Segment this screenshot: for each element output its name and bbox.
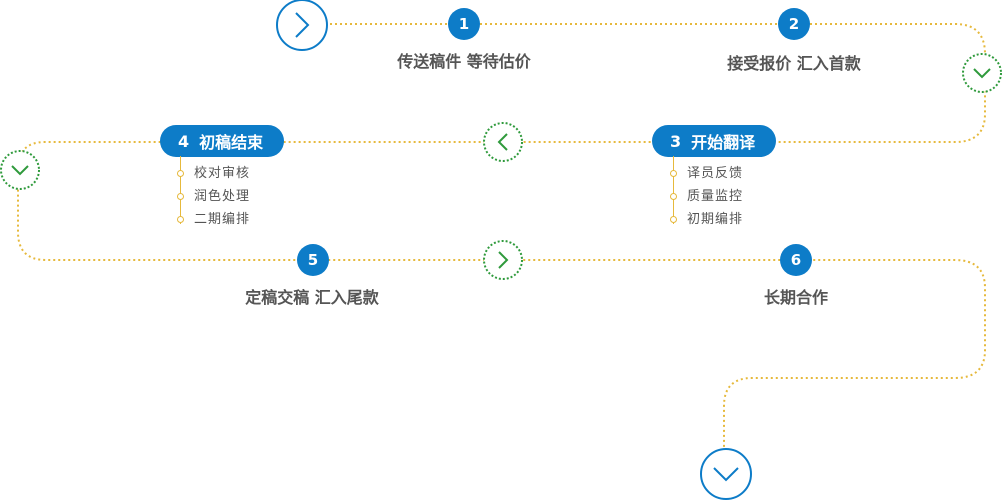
step-4-pill: 4 初稿结束 [160, 125, 284, 157]
step-6-label: 长期合作 [763, 288, 828, 307]
end-chevron-down-icon [700, 448, 752, 500]
turn-left-chevron-down-icon [0, 150, 40, 190]
step-1-label: 传送稿件 等待估价 [397, 52, 531, 71]
step-3-pill: 3 开始翻译 [652, 125, 776, 157]
step-3-connector [673, 156, 674, 224]
middle-chevron-left-icon [483, 122, 523, 162]
step-3-label: 开始翻译 [691, 133, 756, 152]
step-2-label: 接受报价 汇入首款 [727, 54, 861, 73]
step-4-number: 4 [178, 131, 190, 151]
flow-path [17, 23, 986, 450]
step-4-subitem: 二期编排 [176, 208, 250, 231]
step-4-subitem: 校对审核 [176, 162, 250, 185]
step-4-label: 初稿结束 [199, 133, 264, 152]
step-2-number: 2 [778, 8, 810, 40]
step-3-subitems: 译员反馈 质量监控 初期编排 [669, 156, 743, 231]
step-4-subitems: 校对审核 润色处理 二期编排 [176, 156, 250, 231]
step-3-subitem: 初期编排 [669, 208, 743, 231]
turn-right-chevron-down-icon [962, 53, 1002, 93]
step-1-number: 1 [448, 8, 480, 40]
step-3-subitem: 质量监控 [669, 185, 743, 208]
step-6-number: 6 [780, 244, 812, 276]
step-5-label: 定稿交稿 汇入尾款 [245, 288, 379, 307]
step-3-number: 3 [670, 131, 682, 151]
step-5-number: 5 [297, 244, 329, 276]
step-4-connector [180, 156, 181, 224]
step-3-subitem: 译员反馈 [669, 162, 743, 185]
start-chevron-right-icon [276, 0, 328, 51]
step-4-subitem: 润色处理 [176, 185, 250, 208]
bottom-chevron-right-icon [483, 240, 523, 280]
